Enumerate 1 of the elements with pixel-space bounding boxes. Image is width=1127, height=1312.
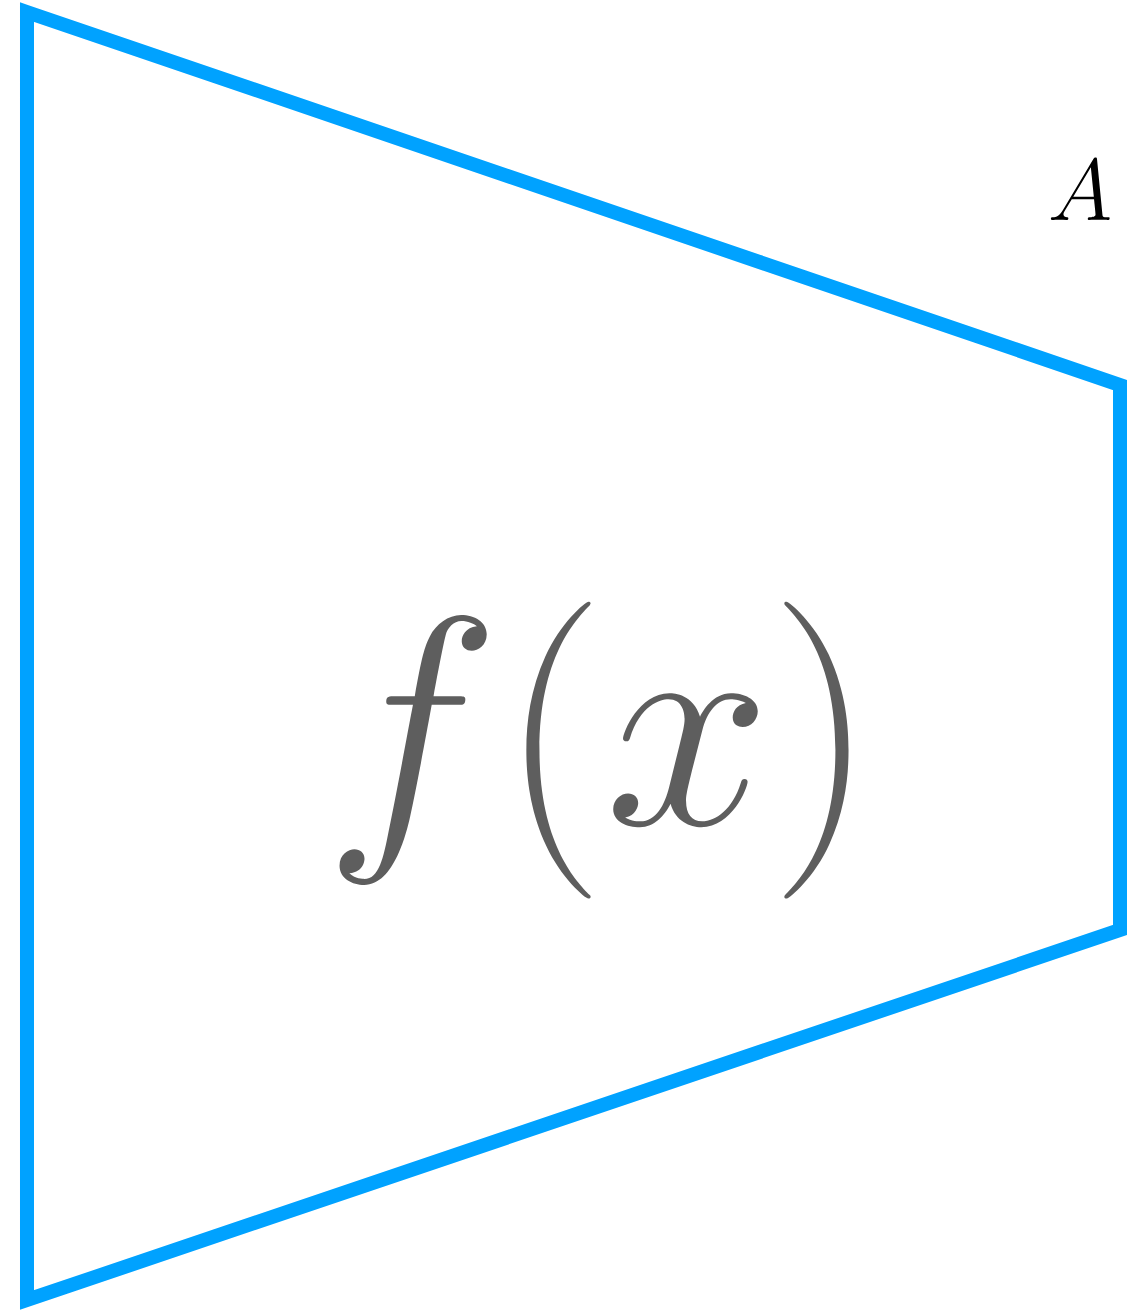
letter-label: $A$	[1050, 157, 1110, 220]
